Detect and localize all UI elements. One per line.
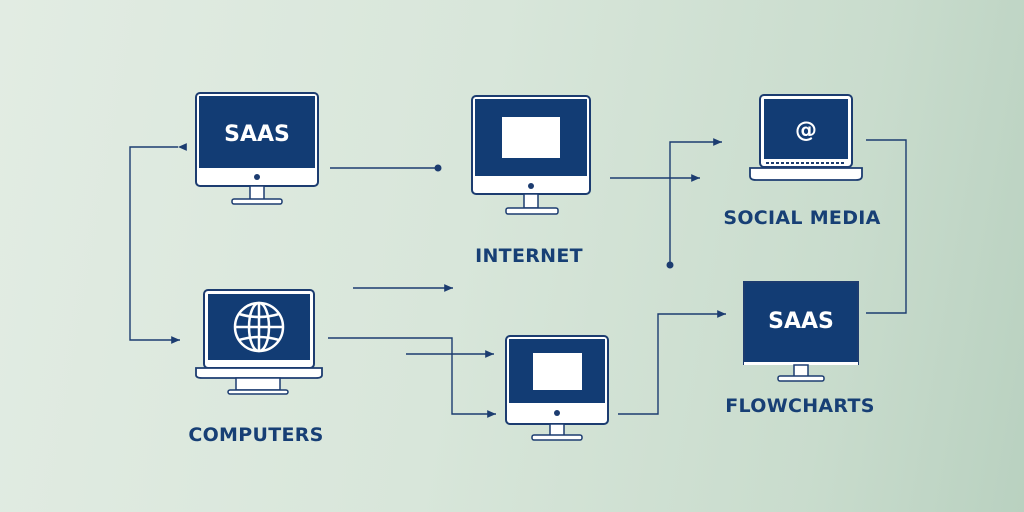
flowcharts-screen-text: SAAS <box>768 309 834 334</box>
center-monitor <box>505 335 609 441</box>
computers-laptop <box>195 289 323 395</box>
social-media-laptop: @ <box>749 94 863 181</box>
blank-window-icon <box>533 353 582 390</box>
connector-computers-to-center <box>328 337 496 418</box>
connector-social-to-flowcharts <box>866 139 907 314</box>
connector-to-social-media <box>669 138 722 265</box>
computers-label: COMPUTERS <box>188 424 323 446</box>
connector-center-to-flowcharts <box>618 310 726 415</box>
connector-dot <box>666 261 674 269</box>
globe-icon <box>233 301 285 353</box>
internet-monitor <box>471 95 591 215</box>
connector-left-bracket <box>129 143 187 344</box>
flowcharts-monitor: SAAS <box>743 281 859 382</box>
at-sign-icon: @ <box>795 118 817 143</box>
flowcharts-label: FLOWCHARTS <box>725 395 875 417</box>
connector-dot <box>434 164 442 172</box>
saas-screen-text: SAAS <box>224 122 290 147</box>
connectors <box>129 138 907 418</box>
social-media-label: SOCIAL MEDIA <box>723 207 880 229</box>
saas-monitor: SAAS <box>195 92 319 205</box>
internet-label: INTERNET <box>475 245 583 267</box>
blank-window-icon <box>502 117 560 158</box>
